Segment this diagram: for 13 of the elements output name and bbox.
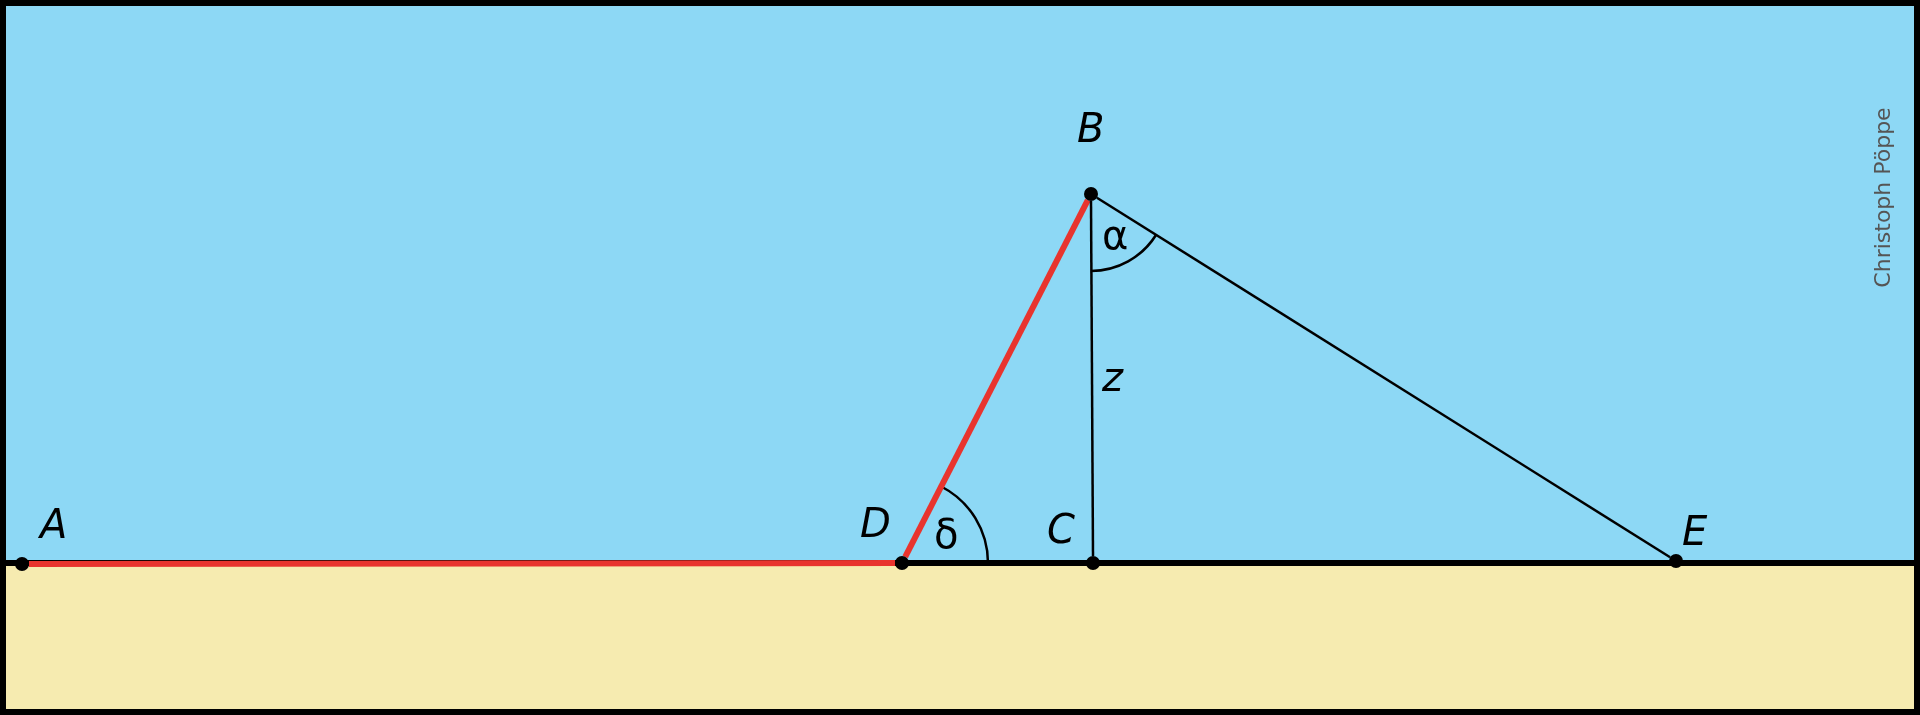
author-credit: Christoph Pöppe bbox=[1869, 106, 1895, 288]
angle-label: δ bbox=[934, 512, 959, 556]
line-segment bbox=[902, 198, 1091, 559]
line-segment bbox=[29, 560, 895, 567]
segment-label: z bbox=[1102, 355, 1123, 399]
point-label: E bbox=[1682, 509, 1708, 553]
point-label: D bbox=[860, 501, 891, 545]
line-segment bbox=[1096, 196, 1671, 559]
point-label: A bbox=[40, 502, 68, 546]
angle-label: α bbox=[1102, 213, 1129, 257]
point-label: C bbox=[1047, 507, 1075, 551]
line-segment bbox=[1089, 201, 1095, 556]
point-label: B bbox=[1077, 106, 1105, 150]
